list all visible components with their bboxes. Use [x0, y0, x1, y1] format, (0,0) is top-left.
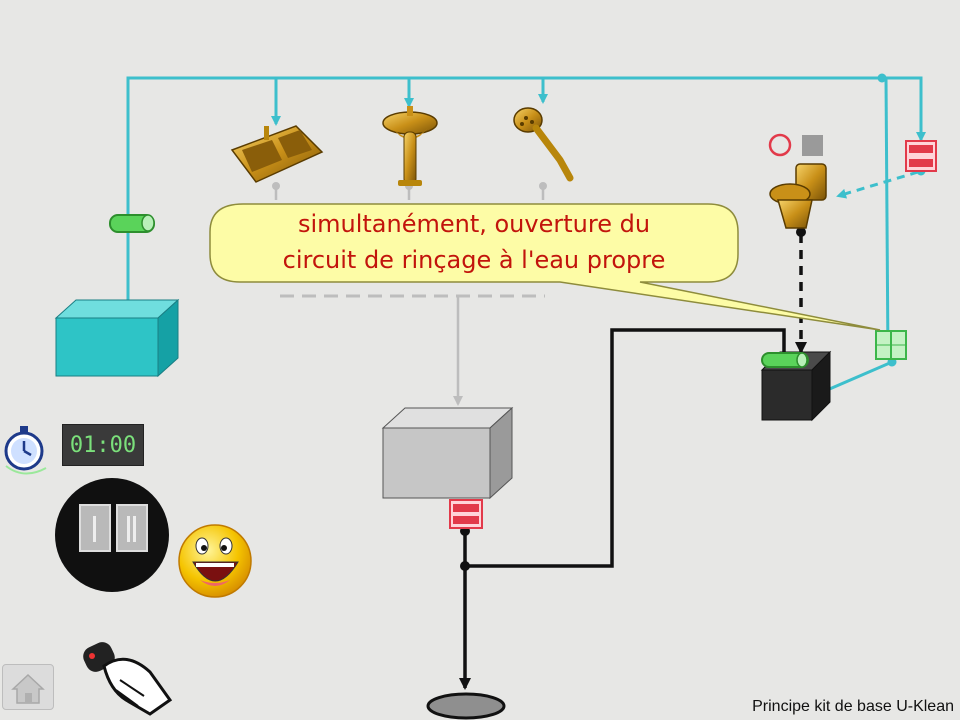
home-icon — [11, 673, 45, 704]
timer-display: 01:00 — [62, 424, 144, 466]
pipe-junction — [460, 561, 470, 571]
footer-caption: Principe kit de base U-Klean — [752, 698, 954, 715]
circle-mode-icon[interactable] — [768, 133, 792, 157]
pipe-junction — [796, 227, 806, 237]
drain-outlet — [426, 692, 506, 720]
home-button[interactable] — [2, 664, 54, 710]
clean-water-tank — [54, 298, 180, 378]
black-water-network — [459, 234, 807, 690]
remote-control-icon[interactable] — [80, 639, 173, 716]
pipe-junction — [539, 182, 547, 190]
pipe-to-toilet-valve — [882, 76, 926, 142]
valve-clean-open[interactable] — [109, 214, 155, 233]
toilet-icon — [769, 163, 827, 229]
valve-toilet-closed[interactable] — [905, 140, 937, 172]
valve-grey-tank-closed[interactable] — [449, 499, 483, 529]
pause-button[interactable] — [55, 478, 169, 592]
caption-bubble — [209, 203, 881, 331]
toilet-feed-dashed — [836, 170, 919, 199]
shower-head-icon — [513, 107, 574, 182]
pipe-junction — [877, 73, 887, 83]
kitchen-sink-icon — [230, 125, 324, 183]
valve-black-tank-open[interactable] — [761, 352, 809, 368]
pipe-down-right — [884, 77, 890, 361]
valve-rinse-open[interactable] — [875, 330, 907, 360]
stopwatch-icon[interactable] — [4, 426, 47, 475]
grey-water-tank — [381, 406, 514, 500]
smiley-icon — [178, 524, 252, 598]
square-mode-icon[interactable] — [802, 135, 823, 156]
pipe-junction — [272, 182, 280, 190]
washbasin-icon — [382, 106, 438, 186]
